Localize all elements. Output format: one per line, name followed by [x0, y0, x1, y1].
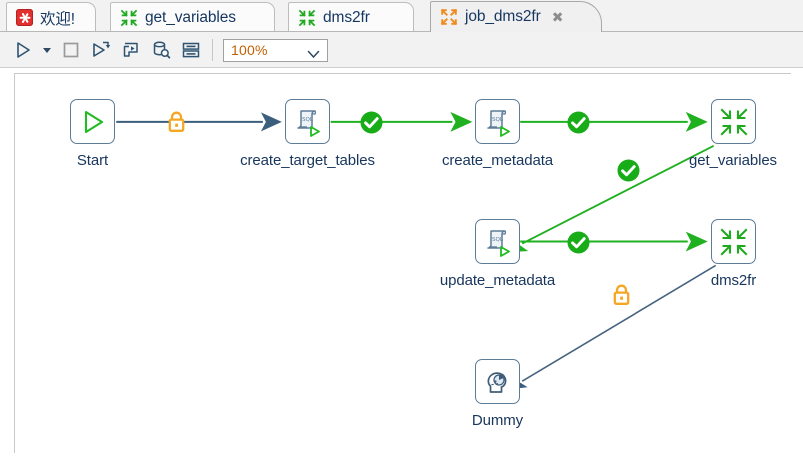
job-toolbar: 100%: [0, 32, 803, 68]
node-label-update-metadata: update_metadata: [439, 272, 556, 289]
node-dms2fr[interactable]: [711, 219, 756, 264]
sql-script-icon: SQL: [296, 109, 320, 137]
database-search-icon: [153, 41, 171, 59]
tab-dms2fr-label: dms2fr: [323, 8, 370, 26]
node-create-metadata[interactable]: SQL: [475, 99, 520, 144]
tab-dms2fr[interactable]: dms2fr: [288, 2, 414, 32]
zoom-value: 100%: [231, 42, 268, 58]
tab-welcome[interactable]: 欢迎!: [6, 2, 96, 32]
transformation-icon: [120, 9, 138, 26]
job-icon: [440, 8, 458, 26]
node-label-start: Start: [76, 152, 109, 169]
check-icon[interactable]: [359, 110, 384, 140]
hop-layer: [116, 111, 717, 390]
svg-text:SQL: SQL: [301, 117, 313, 123]
job-canvas[interactable]: Start SQL create_target_tables SQL creat…: [14, 73, 791, 453]
node-create-target-tables[interactable]: SQL: [285, 99, 330, 144]
svg-text:SQL: SQL: [491, 237, 503, 243]
sql-script-icon: SQL: [486, 109, 510, 137]
hop-get-variables-to-update-metadata[interactable]: [505, 144, 715, 253]
check-icon[interactable]: [566, 230, 591, 260]
inspect-data-button[interactable]: [146, 36, 176, 64]
node-label-dms2fr: dms2fr: [710, 272, 757, 289]
welcome-star-icon: [16, 9, 33, 26]
close-icon[interactable]: ✖: [551, 9, 564, 25]
check-icon[interactable]: [616, 158, 641, 188]
stop-button[interactable]: [56, 36, 86, 64]
tab-get-variables-label: get_variables: [145, 8, 236, 26]
play-icon: [17, 42, 30, 58]
lock-icon[interactable]: [610, 283, 633, 312]
tab-get-variables[interactable]: get_variables: [110, 2, 275, 32]
show-log-button[interactable]: [116, 36, 146, 64]
dummy-head-icon: [487, 371, 506, 393]
transformation-icon: [720, 108, 747, 135]
node-start[interactable]: [70, 99, 115, 144]
transformation-icon: [298, 9, 316, 26]
node-dummy[interactable]: [475, 359, 520, 404]
script-run-icon: [123, 42, 138, 57]
start-play-icon: [84, 110, 103, 133]
chevron-down-icon: [43, 47, 51, 53]
lock-icon[interactable]: [165, 110, 188, 139]
node-get-variables[interactable]: [711, 99, 756, 144]
chevron-down-icon[interactable]: [307, 46, 320, 64]
grid-button[interactable]: [176, 36, 206, 64]
stop-square-icon: [63, 42, 79, 58]
grid-rows-icon: [182, 42, 200, 58]
zoom-select[interactable]: 100%: [223, 38, 328, 64]
svg-text:SQL: SQL: [491, 117, 503, 123]
play-arrow-icon: [93, 41, 111, 57]
node-label-create-target-tables: create_target_tables: [240, 152, 375, 169]
tab-welcome-label: 欢迎!: [40, 10, 76, 28]
hop-dms2fr-to-dummy[interactable]: [508, 264, 717, 390]
tab-job-dms2fr-label: job_dms2fr: [465, 8, 541, 25]
transformation-icon: [720, 228, 747, 255]
run-button[interactable]: [8, 36, 38, 64]
sql-script-icon: SQL: [486, 229, 510, 257]
node-label-dummy: Dummy: [471, 412, 524, 429]
node-label-create-metadata: create_metadata: [441, 152, 554, 169]
check-icon[interactable]: [566, 110, 591, 140]
toolbar-separator: [212, 39, 213, 61]
run-options-dropdown[interactable]: [38, 36, 56, 64]
run-next-button[interactable]: [86, 36, 116, 64]
editor-tab-bar: 欢迎! get_variables: [0, 0, 803, 32]
node-update-metadata[interactable]: SQL: [475, 219, 520, 264]
node-label-get-variables: get_variables: [689, 152, 777, 169]
tab-job-dms2fr[interactable]: job_dms2fr ✖: [430, 1, 602, 32]
